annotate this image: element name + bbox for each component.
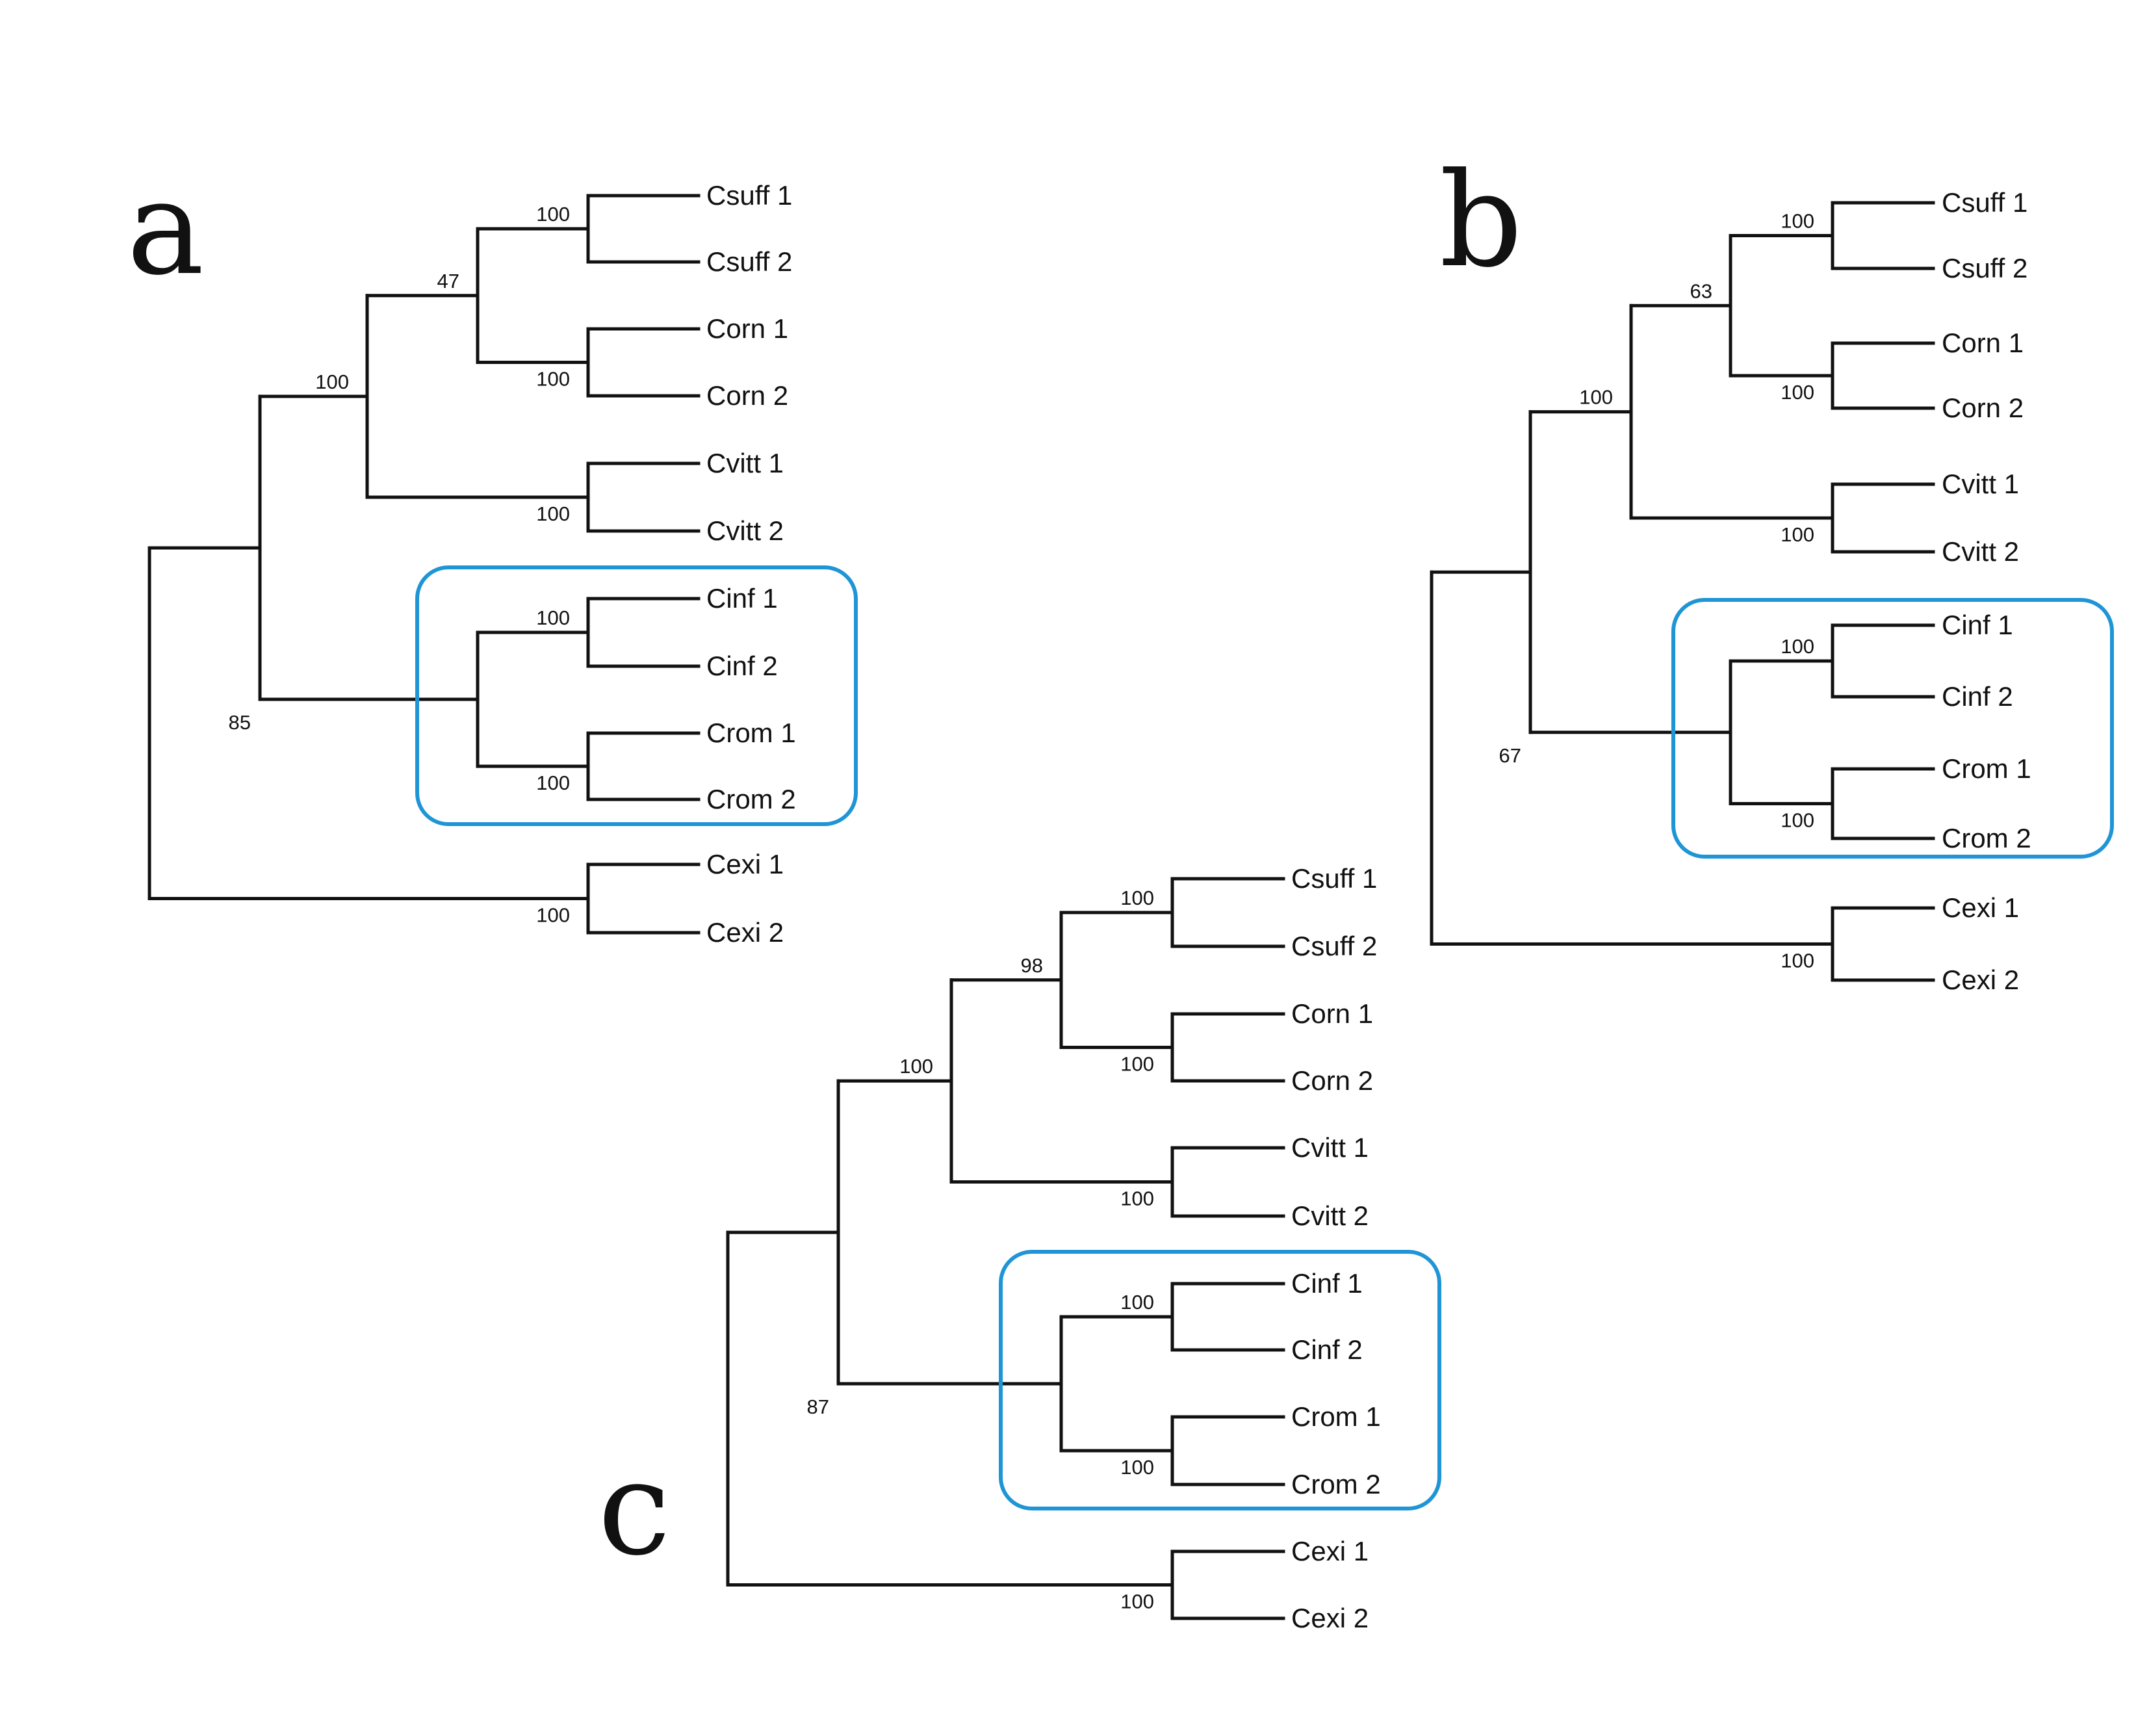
panel-a-clade-highlight-box — [415, 565, 858, 826]
panel-c-taxon-cvitt-1: Cvitt 1 — [1291, 1132, 1369, 1163]
panel-a-support-cinf-crom: 85 — [229, 711, 251, 734]
panel-a-support-cexi: 100 — [536, 904, 570, 927]
panel-a-letter: a — [127, 153, 204, 304]
panel-c-taxon-csuff-2: Csuff 2 — [1291, 931, 1377, 961]
panel-a-support-cinf: 100 — [536, 606, 570, 629]
panel-a-support-csuff-corn: 47 — [437, 270, 459, 292]
panel-b-support-ingroup: 100 — [1579, 386, 1613, 409]
panel-b-support-cinf: 100 — [1781, 635, 1814, 658]
panel-b-clade-highlight-box — [1671, 598, 2114, 859]
panel-c-support-csuff-corn: 98 — [1021, 954, 1043, 977]
panel-a-support-ingroup: 100 — [315, 370, 349, 393]
panel-b-support-cinf-crom: 67 — [1499, 744, 1521, 767]
panel-a-taxon-cvitt-1: Cvitt 1 — [706, 448, 784, 478]
panel-c-support-corn: 100 — [1120, 1053, 1154, 1076]
panel-b-support-csuff: 100 — [1781, 210, 1814, 233]
panel-b-taxon-corn-2: Corn 2 — [1942, 393, 2024, 423]
panel-a-support-corn: 100 — [536, 368, 570, 391]
panel-a-taxon-cinf-1: Cinf 1 — [706, 583, 778, 614]
panel-a-support-cvitt: 100 — [536, 502, 570, 525]
panel-b-support-crom: 100 — [1781, 809, 1814, 832]
panel-c-letter: c — [598, 1433, 671, 1585]
panel-b-taxon-crom-1: Crom 1 — [1942, 753, 2031, 784]
panel-c-taxon-cexi-1: Cexi 1 — [1291, 1536, 1369, 1566]
panel-b-taxon-cvitt-1: Cvitt 1 — [1942, 469, 2019, 499]
panel-c-support-crom: 100 — [1120, 1456, 1154, 1479]
panel-c-support-cinf: 100 — [1120, 1291, 1154, 1314]
panel-c-clade-highlight-box — [999, 1250, 1441, 1510]
panel-c-taxon-crom-1: Crom 1 — [1291, 1401, 1381, 1432]
panel-a-taxon-cexi-1: Cexi 1 — [706, 849, 784, 879]
panel-b-taxon-csuff-1: Csuff 1 — [1942, 187, 2027, 218]
panel-b-taxon-cexi-2: Cexi 2 — [1942, 965, 2019, 995]
panel-c-taxon-crom-2: Crom 2 — [1291, 1469, 1381, 1499]
panel-b-support-cvitt: 100 — [1781, 523, 1814, 546]
panel-a-taxon-crom-2: Crom 2 — [706, 784, 796, 814]
panel-c-taxon-cinf-1: Cinf 1 — [1291, 1268, 1363, 1299]
panel-b-taxon-cexi-1: Cexi 1 — [1942, 892, 2019, 923]
panel-c-taxon-corn-1: Corn 1 — [1291, 998, 1373, 1029]
panel-c-support-cinf-crom: 87 — [807, 1395, 829, 1418]
panel-a-taxon-cinf-2: Cinf 2 — [706, 651, 778, 681]
panel-b-support-corn: 100 — [1781, 381, 1814, 404]
panel-c-support-csuff: 100 — [1120, 887, 1154, 909]
panel-a-taxon-csuff-1: Csuff 1 — [706, 180, 792, 211]
panel-c-support-cvitt: 100 — [1120, 1187, 1154, 1210]
panel-a-taxon-cvitt-2: Cvitt 2 — [706, 515, 784, 546]
panel-b-taxon-cinf-1: Cinf 1 — [1942, 610, 2013, 640]
panel-b-taxon-corn-1: Corn 1 — [1942, 328, 2024, 358]
panel-c-support-cexi: 100 — [1120, 1590, 1154, 1613]
panel-b-taxon-csuff-2: Csuff 2 — [1942, 253, 2027, 283]
panel-b-taxon-crom-2: Crom 2 — [1942, 823, 2031, 853]
panel-c-taxon-cvitt-2: Cvitt 2 — [1291, 1200, 1369, 1231]
panel-a-taxon-corn-1: Corn 1 — [706, 313, 788, 344]
panel-c-support-ingroup: 100 — [899, 1055, 933, 1078]
panel-a-taxon-csuff-2: Csuff 2 — [706, 246, 792, 277]
panel-c-taxon-cinf-2: Cinf 2 — [1291, 1334, 1363, 1365]
panel-a-support-crom: 100 — [536, 771, 570, 794]
panel-a-taxon-corn-2: Corn 2 — [706, 380, 788, 411]
panel-b-support-cexi: 100 — [1781, 950, 1814, 972]
panel-a-taxon-cexi-2: Cexi 2 — [706, 917, 784, 948]
panel-a-taxon-crom-1: Crom 1 — [706, 718, 796, 748]
panel-b-letter: b — [1439, 145, 1523, 296]
panel-c-taxon-csuff-1: Csuff 1 — [1291, 863, 1377, 894]
panel-a-support-csuff: 100 — [536, 203, 570, 226]
panel-b-support-csuff-corn: 63 — [1690, 279, 1712, 302]
panel-b-taxon-cinf-2: Cinf 2 — [1942, 681, 2013, 712]
panel-c-taxon-corn-2: Corn 2 — [1291, 1065, 1373, 1096]
panel-b-taxon-cvitt-2: Cvitt 2 — [1942, 536, 2019, 567]
panel-c-taxon-cexi-2: Cexi 2 — [1291, 1603, 1369, 1633]
